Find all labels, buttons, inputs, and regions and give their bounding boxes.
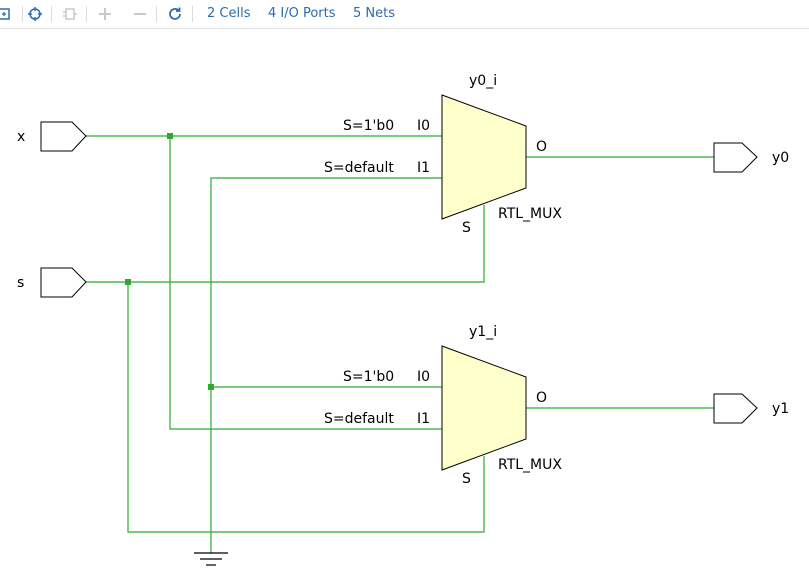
port-label-x: x xyxy=(17,129,25,145)
net-x-to-y1-i1[interactable] xyxy=(169,136,442,430)
pin-label-s: S xyxy=(462,220,471,236)
junction-dot xyxy=(167,133,173,139)
toolbar-separator xyxy=(86,6,87,22)
net-gnd-to-y0-i1[interactable] xyxy=(210,177,442,553)
mux-cell-y1-i[interactable]: y1_i I0 I1 O S RTL_MUX S=1'b0 S=default xyxy=(324,324,562,487)
zoom-out-icon xyxy=(130,4,150,24)
port-label-s: s xyxy=(17,275,24,291)
input-port-x[interactable]: x xyxy=(17,121,87,152)
pin-label-i1: I1 xyxy=(417,160,430,176)
mux-body[interactable] xyxy=(441,94,527,220)
cells-count-link[interactable]: 2 Cells xyxy=(207,6,251,21)
input-port-s[interactable]: s xyxy=(17,267,87,298)
cell-instance-name: y1_i xyxy=(469,324,497,340)
net-s-to-y1-s[interactable] xyxy=(127,282,485,533)
schematic-canvas: x s y0 y1 y0_i I0 I1 O S RTL_MUX S=1'b0 … xyxy=(17,73,789,566)
pin-label-i0: I0 xyxy=(417,369,430,385)
output-port-y0[interactable]: y0 xyxy=(713,142,789,173)
condition-label-i0: S=1'b0 xyxy=(343,369,394,385)
cell-type-label: RTL_MUX xyxy=(498,206,562,222)
pin-label-i0: I0 xyxy=(417,118,430,134)
toolbar: 2 Cells 4 I/O Ports 5 Nets xyxy=(0,0,809,29)
cell-instance-name: y0_i xyxy=(469,73,497,89)
pin-label-o: O xyxy=(536,390,547,406)
fit-view-icon[interactable] xyxy=(0,4,14,24)
ground-icon xyxy=(194,552,228,566)
pin-label-i1: I1 xyxy=(417,411,430,427)
cell-type-label: RTL_MUX xyxy=(498,457,562,473)
condition-label-i1: S=default xyxy=(324,411,394,427)
pin-label-o: O xyxy=(536,139,547,155)
net-s-to-y0-s[interactable] xyxy=(86,205,485,283)
port-label-y0: y0 xyxy=(772,150,789,166)
pin-label-s: S xyxy=(462,471,471,487)
mux-cell-y0-i[interactable]: y0_i I0 I1 O S RTL_MUX S=1'b0 S=default xyxy=(324,73,562,236)
zoom-in-icon xyxy=(95,4,115,24)
port-label-y1: y1 xyxy=(772,401,789,417)
toolbar-separator xyxy=(156,6,157,22)
mux-body[interactable] xyxy=(441,345,527,471)
toolbar-separator xyxy=(192,6,193,22)
output-port-y1[interactable]: y1 xyxy=(713,393,789,424)
wires xyxy=(86,135,714,553)
crosshair-icon[interactable] xyxy=(25,4,45,24)
junction-dot xyxy=(125,279,131,285)
junction-dot xyxy=(208,384,214,390)
condition-label-i1: S=default xyxy=(324,160,394,176)
nets-count-link[interactable]: 5 Nets xyxy=(353,6,395,21)
refresh-icon[interactable] xyxy=(165,4,185,24)
condition-label-i0: S=1'b0 xyxy=(343,118,394,134)
io-ports-count-link[interactable]: 4 I/O Ports xyxy=(268,6,336,21)
toolbar-separator xyxy=(22,6,23,22)
cell-icon xyxy=(60,4,80,24)
toolbar-separator xyxy=(51,6,52,22)
